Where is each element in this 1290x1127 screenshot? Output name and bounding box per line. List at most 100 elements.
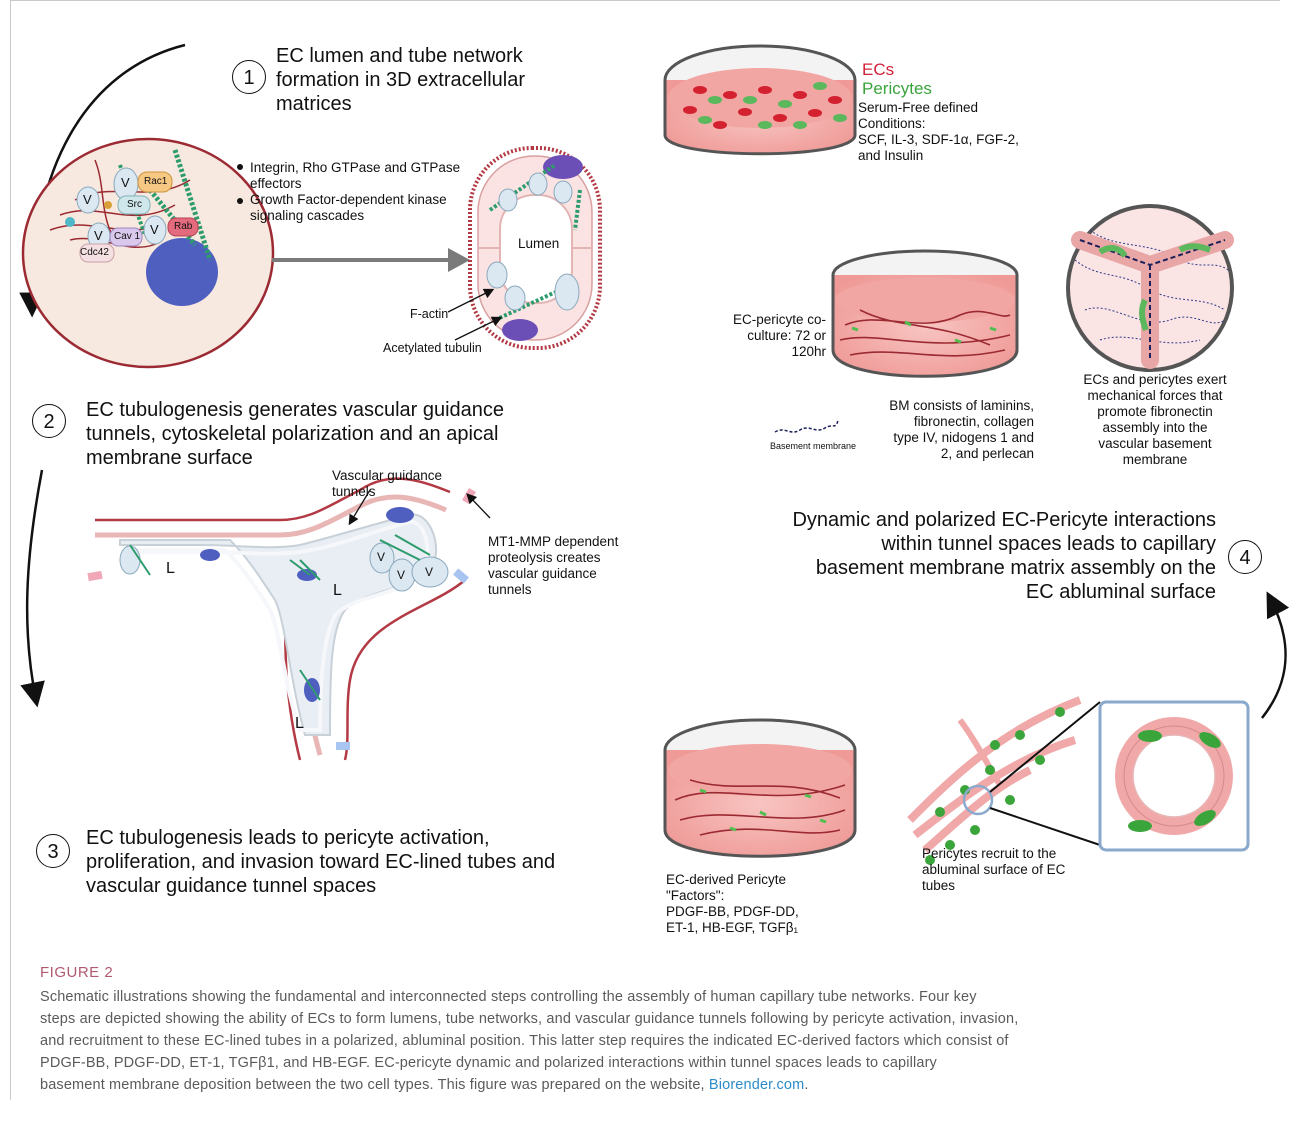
culture-dish-3 bbox=[665, 720, 855, 856]
label-line: Serum-Free defined bbox=[858, 100, 1019, 116]
step-1-title: EC lumen and tube network formation in 3… bbox=[276, 44, 525, 116]
src-label: Src bbox=[127, 198, 142, 211]
step-3-title: EC tubulogenesis leads to pericyte activ… bbox=[86, 826, 555, 898]
step-4-title-line: EC abluminal surface bbox=[700, 580, 1216, 604]
label-line: tunnels bbox=[488, 582, 618, 598]
label-line: SCF, IL-3, SDF-1α, FGF-2, bbox=[858, 132, 1019, 148]
caption-text: . bbox=[804, 1077, 808, 1093]
label-line: assembly into the bbox=[1080, 420, 1230, 436]
label-line: promote fibronectin bbox=[1080, 404, 1230, 420]
label-line: and Insulin bbox=[858, 148, 1019, 164]
cdc42-label: Cdc42 bbox=[80, 246, 109, 259]
pericyte-factors-label: EC-derived Pericyte "Factors": PDGF-BB, … bbox=[666, 872, 799, 936]
vesicle-label: V bbox=[425, 566, 433, 579]
label-line: EC-derived Pericyte bbox=[666, 872, 799, 888]
mt1-mmp-label: MT1-MMP dependent proteolysis creates va… bbox=[488, 534, 618, 598]
label-line: culture: 72 or bbox=[720, 328, 826, 344]
label-line: Pericytes recruit to the bbox=[922, 846, 1065, 862]
label-line: 120hr bbox=[720, 344, 826, 360]
vesicle-label: V bbox=[83, 193, 92, 206]
step-2-title-line: tunnels, cytoskeletal polarization and a… bbox=[86, 422, 504, 446]
signaling-bullets: Integrin, Rho GTPase and GTPase effector… bbox=[250, 160, 490, 224]
label-line: Vascular guidance bbox=[332, 468, 442, 484]
tube-cross-section bbox=[1124, 726, 1224, 832]
ec-cell-illustration bbox=[23, 139, 273, 367]
label-line: "Factors": bbox=[666, 888, 799, 904]
label-line: membrane bbox=[1080, 452, 1230, 468]
rab-label: Rab bbox=[174, 220, 192, 233]
step-1-title-line: formation in 3D extracellular bbox=[276, 68, 525, 92]
acetylated-tubulin-label: Acetylated tubulin bbox=[383, 342, 482, 355]
lumen-marker: L bbox=[166, 560, 175, 578]
caption-line: and recruitment to these EC-lined tubes … bbox=[40, 1030, 1270, 1052]
vesicle-label: V bbox=[397, 569, 405, 582]
label-line: mechanical forces that bbox=[1080, 388, 1230, 404]
label-line: MT1-MMP dependent bbox=[488, 534, 618, 550]
culture-dish-2 bbox=[833, 251, 1017, 376]
step-4-title: Dynamic and polarized EC-Pericyte intera… bbox=[700, 508, 1216, 604]
step-4-title-line: within tunnel spaces leads to capillary bbox=[700, 532, 1216, 556]
step-4-number: 4 bbox=[1228, 540, 1262, 574]
step-1-number: 1 bbox=[232, 60, 266, 94]
cycle-arrow-2-3 bbox=[27, 470, 42, 700]
caption-line: basement membrane deposition between the… bbox=[40, 1074, 1270, 1096]
dish1-conditions: Serum-Free defined Conditions: SCF, IL-3… bbox=[858, 100, 1019, 164]
step-4-title-line: basement membrane matrix assembly on the bbox=[700, 556, 1216, 580]
basement-membrane-zoom bbox=[1068, 206, 1232, 370]
dish1-legend: ECs Pericytes bbox=[862, 60, 932, 98]
label-line: type IV, nidogens 1 and bbox=[864, 430, 1034, 446]
vesicle-label: V bbox=[150, 223, 159, 236]
basement-membrane-legend-icon bbox=[775, 420, 838, 432]
label-line: 2, and perlecan bbox=[864, 446, 1034, 462]
biorender-link[interactable]: Biorender.com bbox=[709, 1077, 804, 1093]
label-line: fibronectin, collagen bbox=[864, 414, 1034, 430]
coculture-label: EC-pericyte co- culture: 72 or 120hr bbox=[720, 312, 826, 360]
bm-composition: BM consists of laminins, fibronectin, co… bbox=[864, 398, 1034, 462]
step-3-title-line: vascular guidance tunnel spaces bbox=[86, 874, 555, 898]
step-3-title-line: EC tubulogenesis leads to pericyte activ… bbox=[86, 826, 555, 850]
label-line: proteolysis creates bbox=[488, 550, 618, 566]
vesicle-label: V bbox=[94, 229, 103, 242]
label-line: vascular basement bbox=[1080, 436, 1230, 452]
caption-line: steps are depicted showing the ability o… bbox=[40, 1008, 1270, 1030]
caption-line: Schematic illustrations showing the fund… bbox=[40, 986, 1270, 1008]
step-3-number: 3 bbox=[36, 834, 70, 868]
lumen-label: Lumen bbox=[518, 236, 559, 252]
basement-membrane-legend: Basement membrane bbox=[770, 441, 856, 451]
vesicle-label: V bbox=[377, 551, 385, 564]
vascular-guidance-tunnels-label: Vascular guidance tunnels bbox=[332, 468, 442, 500]
tunnel-illustration bbox=[87, 479, 476, 760]
label-line: vascular guidance bbox=[488, 566, 618, 582]
step-1-title-line: matrices bbox=[276, 92, 525, 116]
step-3-title-line: proliferation, and invasion toward EC-li… bbox=[86, 850, 555, 874]
bullet-text: Integrin, Rho GTPase and GTPase bbox=[250, 160, 490, 176]
rac1-label: Rac1 bbox=[144, 175, 167, 188]
label-line: tunnels bbox=[332, 484, 442, 500]
lumen-marker: L bbox=[295, 715, 304, 733]
step-2-title-line: membrane surface bbox=[86, 446, 504, 470]
label-line: EC-pericyte co- bbox=[720, 312, 826, 328]
step-1-title-line: EC lumen and tube network bbox=[276, 44, 525, 68]
label-line: abluminal surface of EC bbox=[922, 862, 1065, 878]
lumen-marker: L bbox=[333, 582, 342, 600]
bullet-text: Growth Factor-dependent kinase bbox=[250, 192, 490, 208]
bullet-text: effectors bbox=[250, 176, 490, 192]
label-line: ET-1, HB-EGF, TGFβ₁ bbox=[666, 920, 799, 936]
ecs-legend: ECs bbox=[862, 60, 932, 79]
culture-dish-1 bbox=[665, 46, 855, 154]
label-line: ECs and pericytes exert bbox=[1080, 372, 1230, 388]
ec-tube-strands bbox=[910, 700, 1080, 865]
step-4-title-line: Dynamic and polarized EC-Pericyte intera… bbox=[700, 508, 1216, 532]
pericyte-recruit-label: Pericytes recruit to the abluminal surfa… bbox=[922, 846, 1065, 894]
figure-caption: Schematic illustrations showing the fund… bbox=[40, 986, 1270, 1096]
vesicle-label: V bbox=[121, 176, 130, 189]
step-2-title: EC tubulogenesis generates vascular guid… bbox=[86, 398, 504, 470]
cav1-label: Cav 1 bbox=[114, 230, 140, 243]
caption-line: PDGF-BB, PDGF-DD, ET-1, TGFβ1, and HB-EG… bbox=[40, 1052, 1270, 1074]
cycle-arrow-3-4 bbox=[1262, 598, 1286, 718]
step-2-number: 2 bbox=[32, 404, 66, 438]
bullet-text: signaling cascades bbox=[250, 208, 490, 224]
figure-label: FIGURE 2 bbox=[40, 964, 113, 981]
caption-text: basement membrane deposition between the… bbox=[40, 1077, 705, 1093]
f-actin-label: F-actin bbox=[410, 308, 448, 321]
